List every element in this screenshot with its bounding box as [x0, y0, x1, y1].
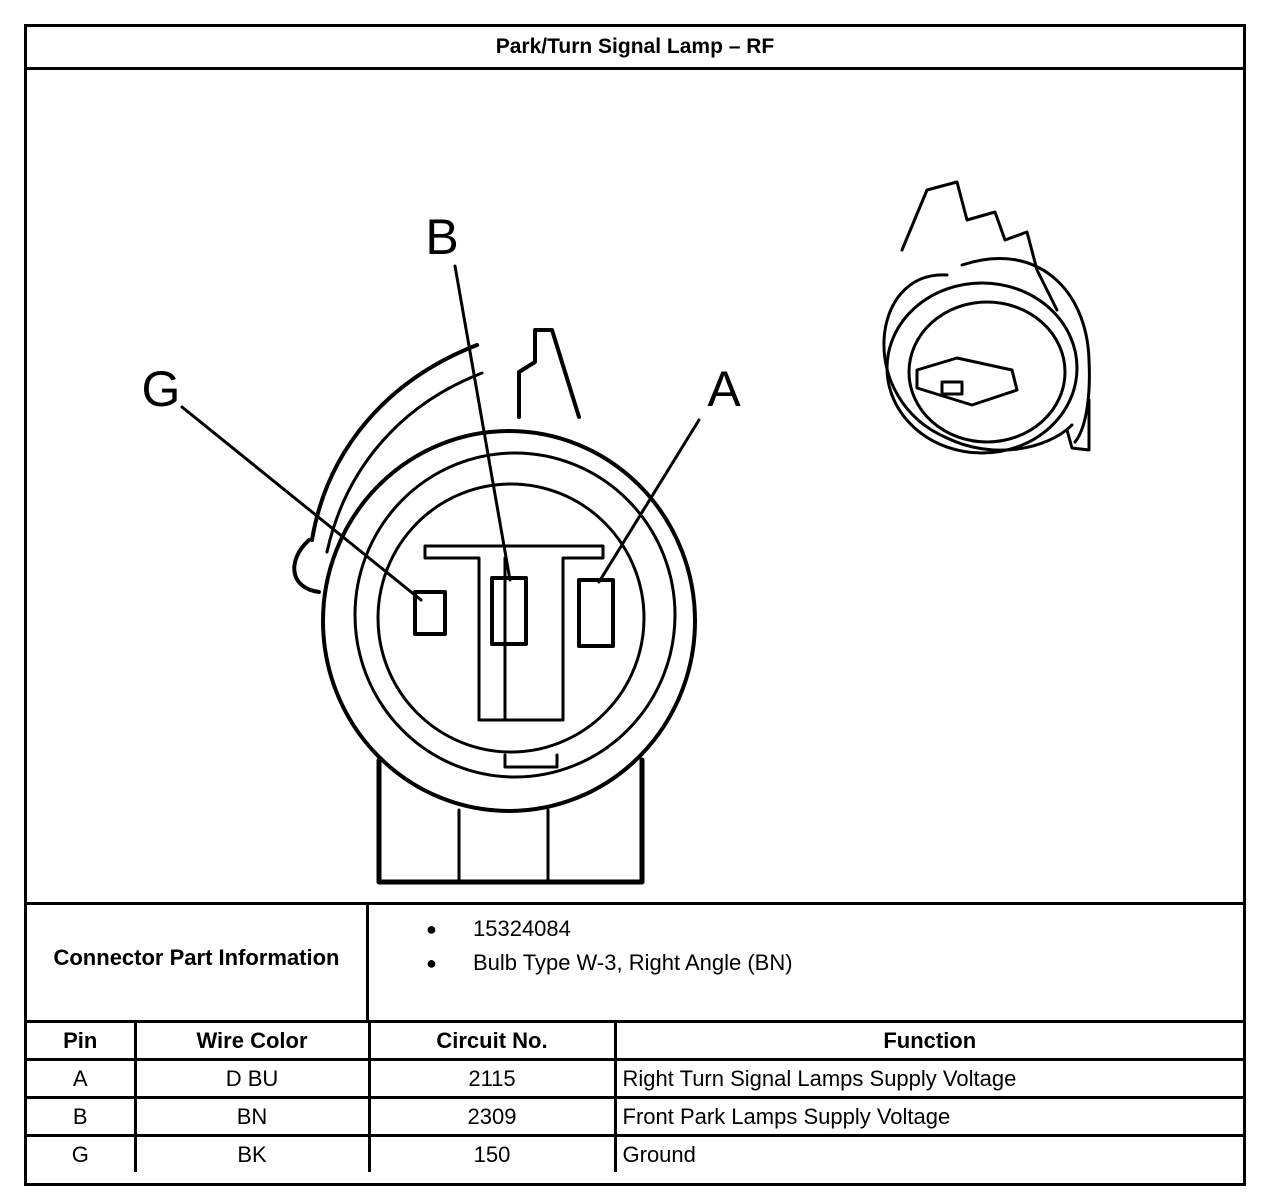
connector-sheet: Park/Turn Signal Lamp – RF — [24, 24, 1246, 1186]
bullet-icon: ● — [426, 919, 437, 939]
wire-color-cell: D BU — [133, 1058, 371, 1099]
connector-info-list: ● 15324084 ● Bulb Type W-3, Right Angle … — [369, 905, 1243, 1020]
function-cell: Ground — [613, 1134, 1243, 1172]
terminal-a — [577, 578, 615, 648]
connector-inner-ring — [376, 482, 646, 754]
bullet-icon: ● — [426, 953, 437, 973]
callout-b: B — [425, 209, 458, 265]
pin-cell: A — [27, 1058, 137, 1099]
connector-face-drawing: B G A — [142, 180, 1091, 885]
function-cell: Right Turn Signal Lamps Supply Voltage — [613, 1058, 1243, 1099]
circuit-cell: 150 — [367, 1134, 617, 1172]
table-row: G BK 150 Ground — [27, 1134, 1243, 1172]
bulb-type: Bulb Type W-3, Right Angle (BN) — [473, 950, 793, 975]
circuit-cell: 2115 — [367, 1058, 617, 1099]
wire-color-cell: BN — [133, 1096, 371, 1137]
leader-a — [597, 418, 701, 584]
terminal-g — [413, 590, 447, 636]
header-pin: Pin — [27, 1020, 137, 1061]
leader-b — [453, 264, 512, 582]
header-circuit-no: Circuit No. — [367, 1020, 617, 1061]
bottom-stem — [376, 757, 645, 885]
leader-g — [180, 405, 423, 602]
part-number: 15324084 — [473, 916, 571, 941]
terminal-b — [490, 576, 528, 646]
circuit-cell: 2309 — [367, 1096, 617, 1137]
pin-cell: G — [27, 1134, 137, 1172]
terminal-insulator — [423, 544, 605, 722]
table-row: A D BU 2115 Right Turn Signal Lamps Supp… — [27, 1058, 1243, 1099]
pin-table-header: Pin Wire Color Circuit No. Function — [27, 1020, 1243, 1061]
connector-middle-ring — [353, 451, 677, 779]
connector-info-row: Connector Part Information ● 15324084 ● … — [27, 902, 1243, 1020]
callout-g: G — [142, 361, 181, 417]
connector-info-item: ● 15324084 — [369, 912, 1243, 946]
table-row: B BN 2309 Front Park Lamps Supply Voltag… — [27, 1096, 1243, 1137]
connector-outer-ring — [321, 429, 697, 813]
connector-info-item: ● Bulb Type W-3, Right Angle (BN) — [369, 946, 1243, 980]
function-cell: Front Park Lamps Supply Voltage — [613, 1096, 1243, 1137]
pin-cell: B — [27, 1096, 137, 1137]
wire-color-cell: BK — [133, 1134, 371, 1172]
top-key-tab — [517, 328, 581, 419]
connector-diagram: B G A — [27, 70, 1243, 902]
header-wire-color: Wire Color — [133, 1020, 371, 1061]
connector-info-label: Connector Part Information — [27, 905, 369, 1020]
page-title: Park/Turn Signal Lamp – RF — [27, 27, 1243, 70]
header-function: Function — [613, 1020, 1243, 1061]
retaining-latch-arc — [310, 343, 479, 542]
pin-table: Pin Wire Color Circuit No. Function A D … — [27, 1020, 1243, 1172]
callout-a: A — [707, 361, 741, 417]
connector-isometric-view — [882, 180, 1091, 455]
